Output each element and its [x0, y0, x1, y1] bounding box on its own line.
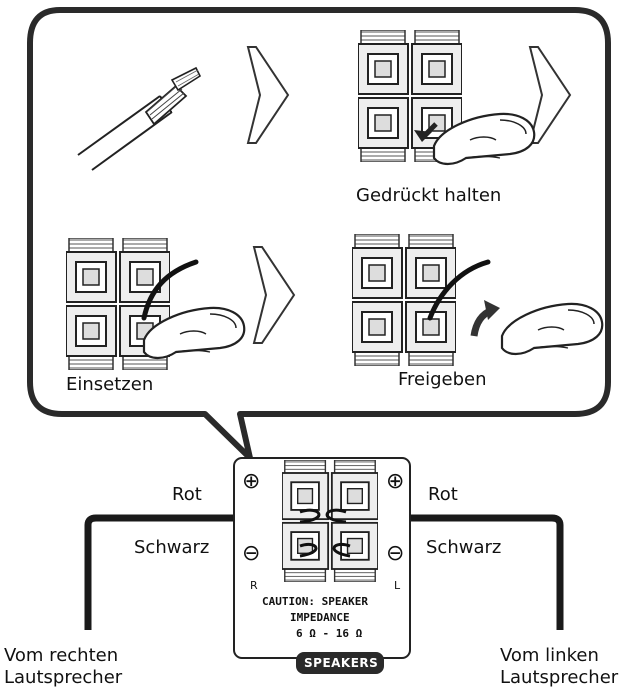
from-right-speaker-line1: Vom rechten	[4, 645, 119, 666]
stripped-wire-illustration	[77, 66, 202, 171]
caution-line-3: 6 Ω - 16 Ω	[296, 627, 363, 640]
cable-right-speaker	[84, 514, 322, 630]
step-press-hold-label: Gedrückt halten	[356, 185, 502, 206]
black-label-left: Schwarz	[134, 537, 210, 558]
from-left-speaker-line1: Vom linken	[500, 645, 599, 666]
step-insert-label: Einsetzen	[66, 374, 154, 395]
from-left-speaker-line2: Lautsprecher	[500, 667, 619, 688]
speakers-badge: SPEAKERS	[304, 656, 379, 670]
minus-terminal-left-icon: ⊖	[242, 541, 261, 566]
black-label-right: Schwarz	[426, 537, 502, 558]
terminal-press-illustration	[358, 30, 536, 166]
from-right-speaker-line2: Lautsprecher	[4, 667, 123, 688]
speaker-terminal-panel	[233, 457, 411, 674]
terminal-insert-illustration	[66, 238, 246, 370]
speakers-badge-bg	[296, 652, 384, 674]
plus-terminal-right-icon: ⊕	[386, 469, 405, 494]
step-release-label: Freigeben	[398, 369, 487, 390]
terminal-release-illustration	[352, 234, 604, 366]
red-label-left: Rot	[172, 484, 202, 505]
red-label-right: Rot	[428, 484, 458, 505]
cable-left-speaker	[338, 514, 564, 630]
side-r-label: R	[250, 579, 258, 592]
plus-terminal-left-icon: ⊕	[242, 469, 261, 494]
caution-line-1: CAUTION: SPEAKER	[262, 595, 368, 608]
minus-terminal-right-icon: ⊖	[386, 541, 405, 566]
caution-line-2: IMPEDANCE	[290, 611, 350, 624]
side-l-label: L	[394, 579, 401, 592]
